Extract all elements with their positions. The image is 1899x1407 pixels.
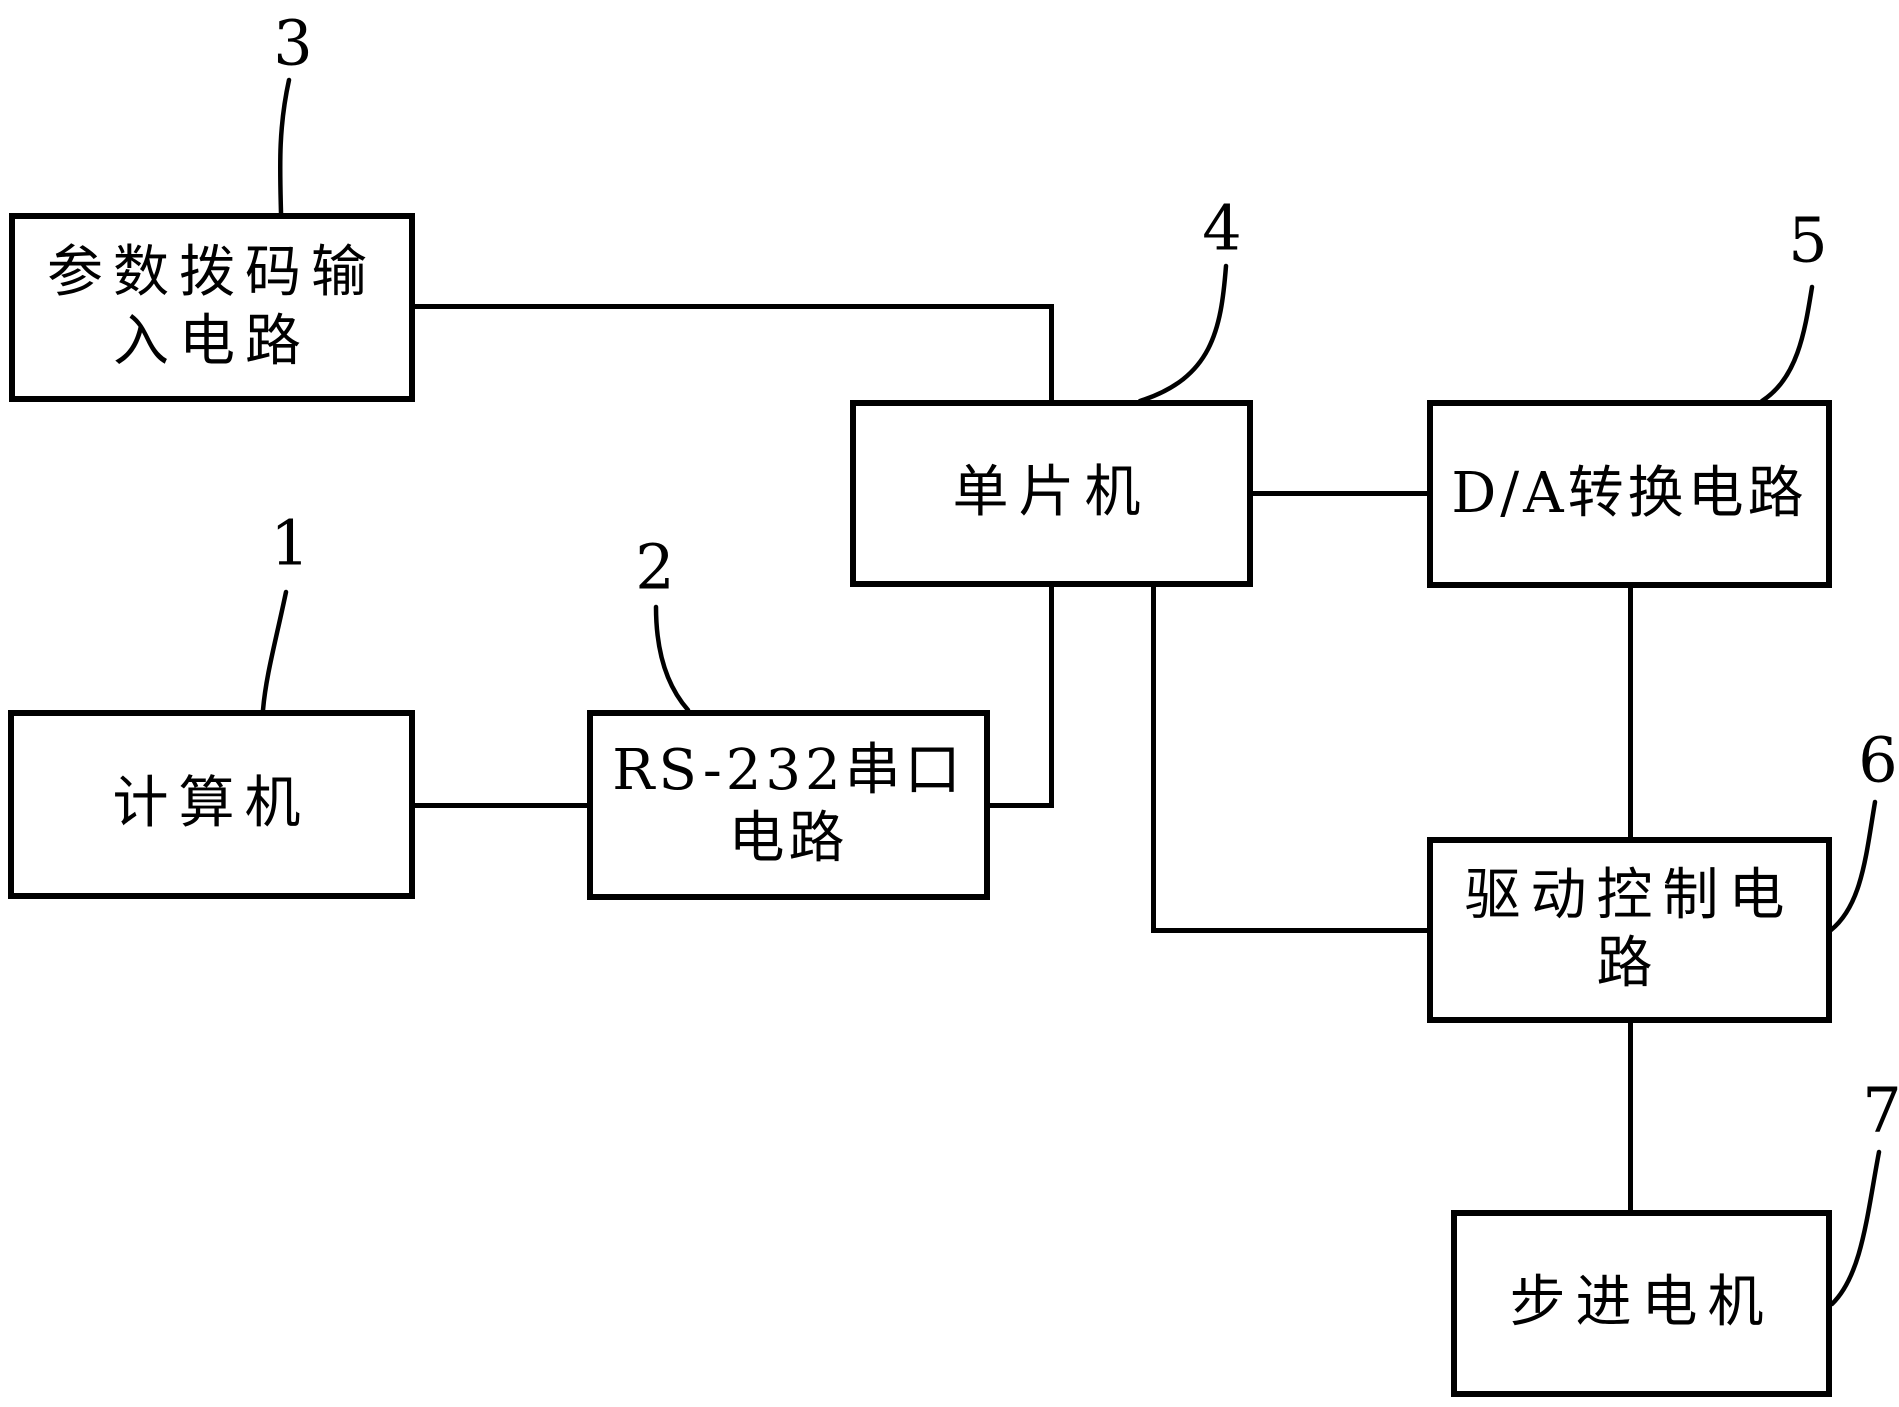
ref-numeral-4: 4: [1202, 191, 1242, 265]
block-mcu: 单片机: [850, 400, 1253, 587]
ref-numeral-7: 7: [1862, 1073, 1899, 1147]
block-da-converter-circuit: D/A转换电路: [1427, 400, 1832, 588]
ref-numeral-1: 1: [270, 506, 310, 580]
block-label: 步进电机: [1509, 1270, 1774, 1336]
block-label: 参数拨码输: [47, 240, 377, 306]
connector-dip-to-mcu-horizontal: [413, 304, 1054, 309]
ref-numeral-3: 3: [273, 6, 313, 80]
block-label: RS-232串口: [612, 737, 965, 803]
ref-leader-4: [1137, 263, 1229, 404]
connector-da-to-drive: [1628, 586, 1633, 839]
connector-rs232-to-mcu-horizontal: [988, 803, 1054, 808]
connector-computer-to-rs232: [413, 803, 589, 808]
block-drive-control-circuit: 驱动控制电 路: [1427, 837, 1832, 1023]
block-label: 路: [1596, 931, 1663, 996]
connector-mcu-to-drive-horizontal: [1151, 928, 1429, 933]
block-label: 计算机: [112, 771, 311, 837]
ref-leader-5: [1759, 284, 1815, 404]
block-label: 驱动控制电: [1464, 862, 1795, 928]
connector-mcu-to-drive-vertical: [1151, 585, 1156, 933]
block-label: 单片机: [952, 460, 1151, 526]
ref-leader-7: [1829, 1149, 1882, 1307]
block-parameter-dip-input-circuit: 参数拨码输 入电路: [9, 213, 415, 402]
connector-drive-to-stepper: [1628, 1021, 1633, 1212]
ref-leader-3: [277, 77, 292, 216]
connector-rs232-to-mcu-vertical: [1049, 585, 1054, 808]
ref-numeral-6: 6: [1858, 723, 1898, 797]
block-computer: 计算机: [8, 710, 415, 899]
block-rs232-serial-circuit: RS-232串口 电路: [587, 710, 990, 900]
ref-leader-1: [260, 589, 289, 713]
connector-dip-to-mcu-vertical: [1049, 304, 1054, 402]
connector-mcu-to-da: [1251, 491, 1429, 496]
block-label: D/A转换电路: [1451, 460, 1808, 526]
block-label: 入电路: [113, 308, 311, 374]
ref-leader-2: [653, 604, 691, 713]
ref-numeral-2: 2: [635, 530, 675, 604]
ref-numeral-5: 5: [1788, 203, 1828, 277]
ref-leader-6: [1828, 799, 1878, 933]
block-label: 电路: [728, 806, 849, 871]
block-stepper-motor: 步进电机: [1451, 1210, 1832, 1397]
